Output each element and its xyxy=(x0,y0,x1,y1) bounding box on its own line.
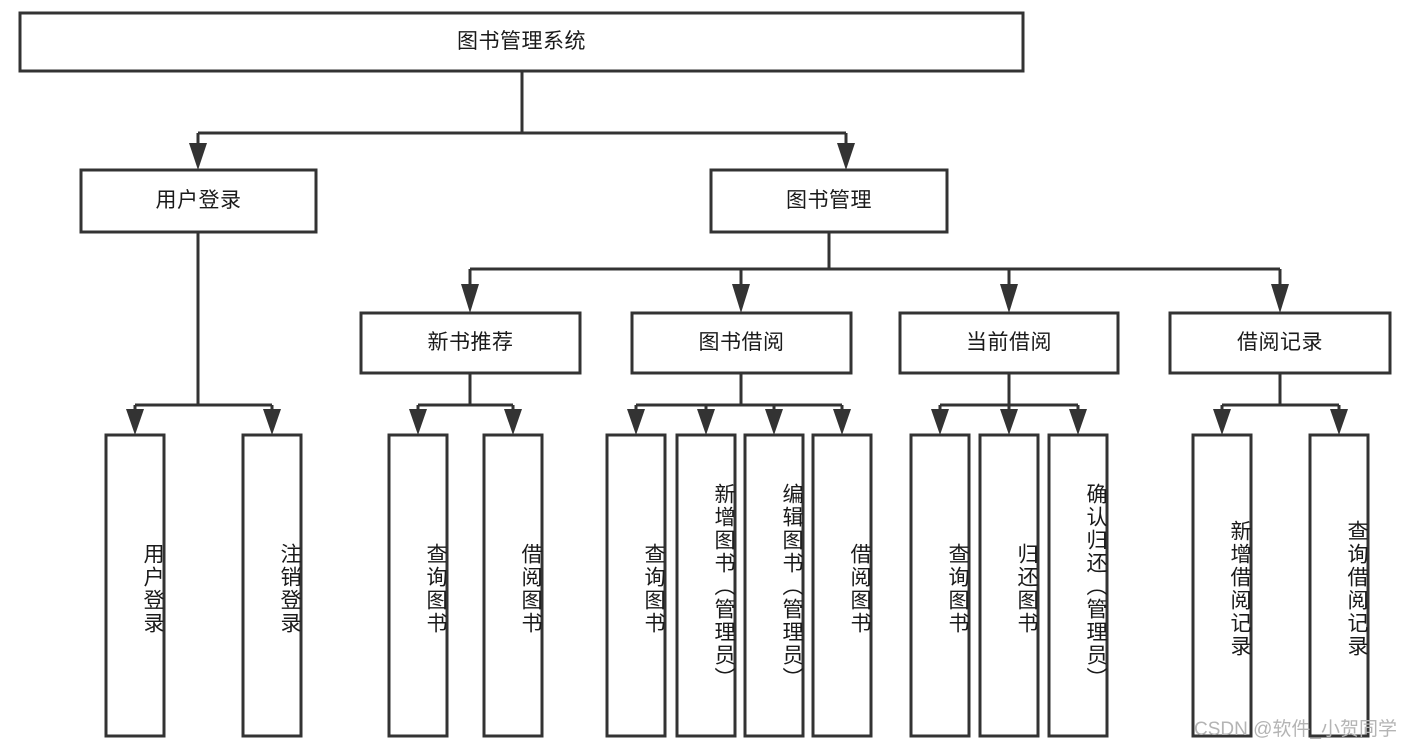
arrow-head-icon xyxy=(504,409,522,435)
arrow-head-icon xyxy=(627,409,645,435)
node-box-leaf-borrow-book-1[interactable] xyxy=(482,433,544,738)
arrow-head-icon xyxy=(833,409,851,435)
node-box-leaf-borrow-book-2[interactable] xyxy=(811,433,873,738)
arrow-head-icon xyxy=(697,409,715,435)
node-box-root[interactable] xyxy=(18,11,1025,73)
arrow-head-icon xyxy=(1000,409,1018,435)
node-box-book-manage[interactable] xyxy=(709,168,949,234)
node-box-new-book-recommend[interactable] xyxy=(359,311,582,375)
arrow-head-icon xyxy=(732,284,750,313)
node-box-leaf-query-borrow-record[interactable] xyxy=(1308,433,1370,738)
connector-borrowrecord-to-leaves xyxy=(1213,373,1348,435)
node-box-leaf-add-book[interactable] xyxy=(675,433,737,738)
arrow-head-icon xyxy=(1000,284,1018,313)
arrow-head-icon xyxy=(263,409,281,435)
arrow-head-icon xyxy=(126,409,144,435)
arrow-head-icon xyxy=(409,409,427,435)
node-box-leaf-return-book[interactable] xyxy=(978,433,1040,738)
node-box-leaf-add-borrow-record[interactable] xyxy=(1191,433,1253,738)
node-box-leaf-query-book-1[interactable] xyxy=(387,433,449,738)
connector-currentborrow-to-leaves xyxy=(931,373,1087,435)
connector-root-to-level1 xyxy=(189,71,855,170)
node-box-leaf-query-book-2[interactable] xyxy=(605,433,667,738)
node-box-current-borrow[interactable] xyxy=(898,311,1120,375)
arrow-head-icon xyxy=(765,409,783,435)
node-box-user-login[interactable] xyxy=(79,168,318,234)
connector-userlogin-to-leaves xyxy=(126,232,281,435)
arrow-head-icon xyxy=(931,409,949,435)
connector-bookborrow-to-leaves xyxy=(627,373,851,435)
arrow-head-icon xyxy=(1271,284,1289,313)
connector-bookmanage-to-level2 xyxy=(461,232,1289,313)
arrow-head-icon xyxy=(1213,409,1231,435)
arrow-head-icon xyxy=(461,284,479,313)
arrow-head-icon xyxy=(189,143,207,170)
node-box-borrow-record[interactable] xyxy=(1168,311,1392,375)
arrow-head-icon xyxy=(1330,409,1348,435)
connector-newbook-to-leaves xyxy=(409,373,522,435)
node-box-leaf-query-book-3[interactable] xyxy=(909,433,971,738)
node-box-leaf-confirm-return[interactable] xyxy=(1047,433,1109,738)
node-box-leaf-edit-book[interactable] xyxy=(743,433,805,738)
node-box-leaf-user-login[interactable] xyxy=(104,433,166,738)
watermark-text: CSDN @软件_小贺同学 xyxy=(1194,719,1397,740)
node-box-book-borrow[interactable] xyxy=(630,311,853,375)
arrow-head-icon xyxy=(837,143,855,170)
node-box-leaf-logout-login[interactable] xyxy=(241,433,303,738)
arrow-head-icon xyxy=(1069,409,1087,435)
